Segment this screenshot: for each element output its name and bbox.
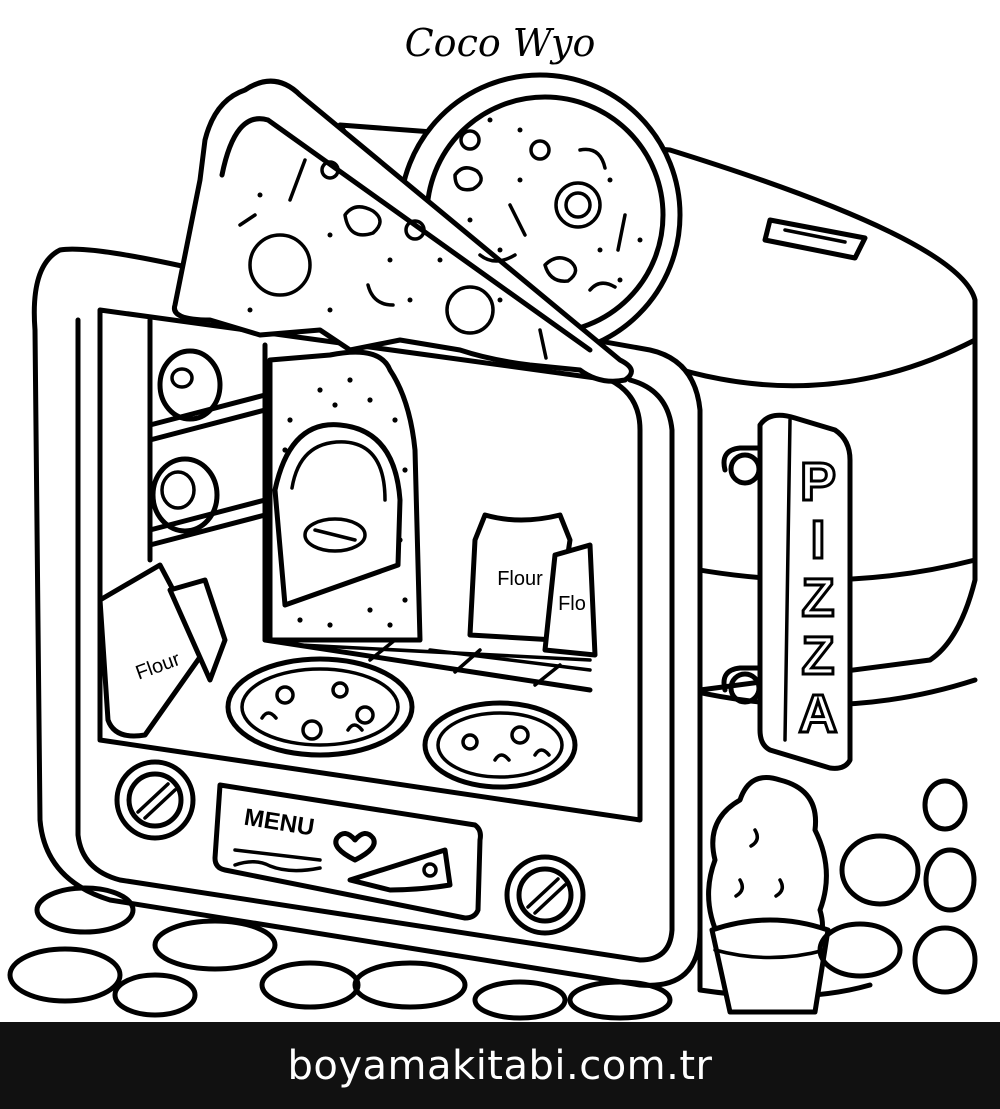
- sign-letter-1: P: [800, 452, 836, 512]
- counter-pizza-left: [225, 656, 415, 758]
- shelf-pizza-2: [150, 456, 220, 534]
- knob-left: [114, 759, 196, 841]
- pizza-oven: [267, 349, 423, 643]
- menu-pizza-slice-icon: [347, 847, 453, 893]
- ground-stones: [7, 778, 978, 1021]
- shelf-pizza-1: [157, 348, 223, 422]
- back-wall: [262, 637, 593, 693]
- vent-slot: [762, 217, 868, 261]
- flour-label-back: Flour: [497, 568, 543, 590]
- flour-label-clipped: Flo: [558, 593, 586, 615]
- sign-letter-3: Z: [802, 568, 835, 628]
- sign-letter-2: I: [810, 510, 825, 570]
- sign-letter-4: Z: [802, 626, 835, 686]
- sign-letter-5: A: [799, 684, 838, 744]
- potted-plant: [706, 775, 831, 1015]
- counter-pizza-right: [422, 700, 578, 790]
- flour-bag-left: Flour: [97, 562, 228, 739]
- watermark-text: boyamakitabi.com.tr: [287, 1042, 713, 1089]
- heart-icon: [333, 831, 377, 863]
- menu-board: MENU: [212, 782, 483, 921]
- artist-signature: Coco Wyo: [405, 21, 596, 65]
- flour-bag-back: Flour Flo: [467, 512, 598, 658]
- watermark-banner: boyamakitabi.com.tr: [0, 1022, 1000, 1109]
- pizza-slice-on-top: [171, 78, 634, 384]
- knob-right: [504, 854, 586, 936]
- pizza-shop-illustration: Coco Wyo: [7, 21, 978, 1021]
- pizza-shelves: [147, 317, 268, 643]
- brick-texture: [282, 377, 408, 628]
